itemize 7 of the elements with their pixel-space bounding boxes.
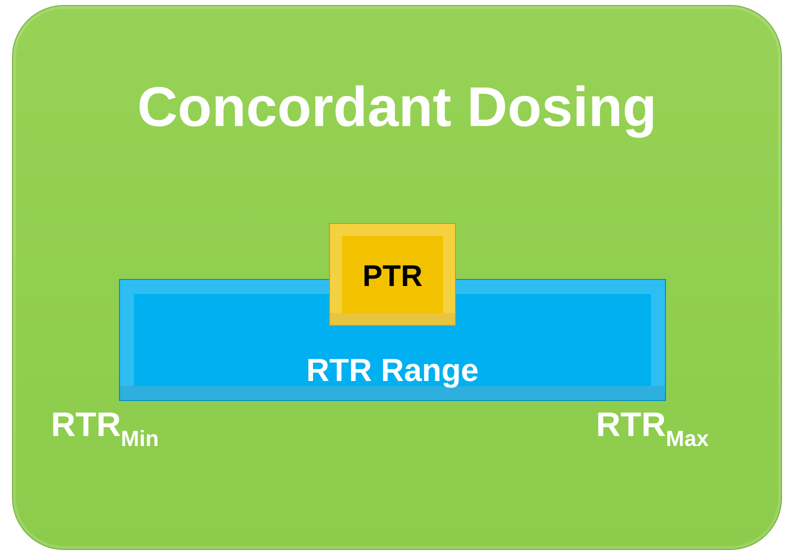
range-limit-label: RTR$_{Max}$: [596, 406, 709, 452]
range-label: RTR Range: [305, 352, 480, 389]
panel-title: Concordant Dosing: [136, 74, 658, 139]
target-box: [329, 223, 456, 326]
target-label: PTR: [362, 260, 424, 294]
range-limit-label: RTR$_{Min}$: [51, 406, 159, 452]
panel: [12, 5, 782, 550]
